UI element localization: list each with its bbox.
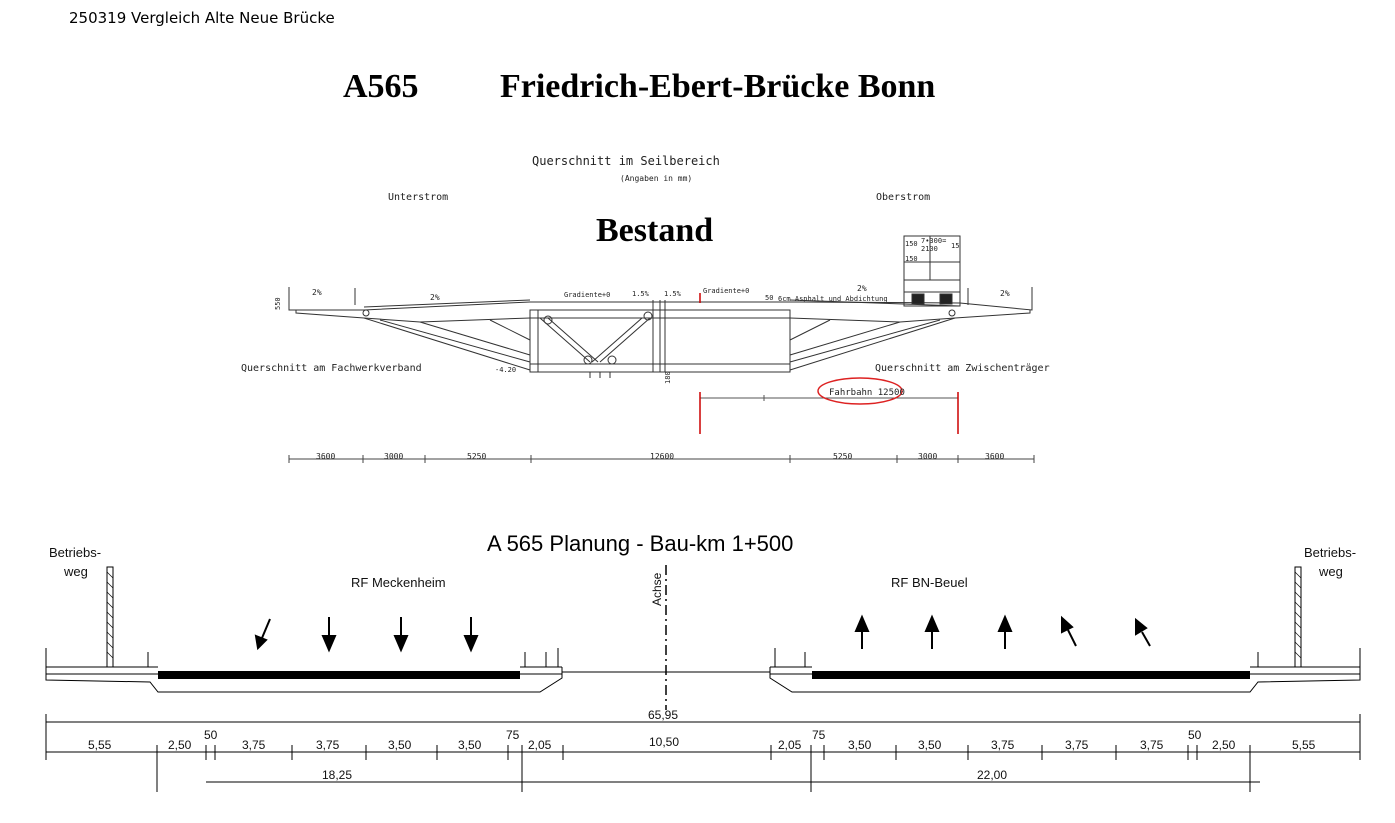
tower-150b: 150 bbox=[905, 255, 918, 263]
existing-section: Querschnitt im Seilbereich (Angaben in m… bbox=[241, 154, 1050, 463]
existing-dim-3: 5250 bbox=[467, 452, 486, 461]
existing-label: Bestand bbox=[596, 212, 714, 249]
planned-sub-right: 22,00 bbox=[977, 768, 1007, 782]
slope-right-2: 2% bbox=[857, 284, 867, 293]
slope-outer-left: 2% bbox=[312, 288, 322, 297]
walkway-left-line1: Betriebs- bbox=[49, 545, 101, 560]
existing-dim-5: 5250 bbox=[833, 452, 852, 461]
tower-15: 15 bbox=[951, 242, 959, 250]
planned-section: Betriebs- weg Betriebs- weg RF Meckenhei… bbox=[45, 545, 1361, 792]
planned-dim-10: 10,50 bbox=[649, 735, 679, 749]
direction-left: RF Meckenheim bbox=[351, 575, 446, 590]
existing-dim-7: 3600 bbox=[985, 452, 1004, 461]
planned-dim-13: 3,50 bbox=[848, 738, 872, 752]
existing-dim-6: 3000 bbox=[918, 452, 937, 461]
slope-inner-left: 2% bbox=[430, 293, 440, 302]
slope-center-left: 1.5% bbox=[632, 290, 650, 298]
planned-dim-20: 5,55 bbox=[1292, 738, 1316, 752]
planned-dim-4: 3,75 bbox=[242, 738, 266, 752]
surfacing-label: 6cm Asphalt und Abdichtung bbox=[778, 295, 888, 303]
existing-dim-chain: 3600 3000 5250 12600 5250 3000 3600 bbox=[288, 452, 1035, 463]
tower-50: 50 bbox=[765, 294, 773, 302]
existing-dim-4: 12600 bbox=[650, 452, 674, 461]
slope-outer-right: 2% bbox=[1000, 289, 1010, 298]
planned-dim-7: 3,50 bbox=[458, 738, 482, 752]
gradient-right: Gradiente+0 bbox=[703, 287, 749, 295]
walkway-left-line2: weg bbox=[63, 564, 88, 579]
planned-dim-8: 75 bbox=[506, 728, 520, 742]
tower-top: 7•300= bbox=[921, 237, 946, 245]
existing-drawing-title: Querschnitt im Seilbereich bbox=[532, 154, 720, 168]
existing-dim-1: 3600 bbox=[316, 452, 335, 461]
planned-dim-14: 3,50 bbox=[918, 738, 942, 752]
total-width: 65,95 bbox=[648, 708, 678, 722]
bottom-dim: 180 bbox=[664, 371, 672, 384]
left-height: 550 bbox=[274, 297, 282, 310]
roadway-label: Fahrbahn 12500 bbox=[829, 388, 905, 398]
bridge-name: Friedrich-Ebert-Brücke Bonn bbox=[500, 68, 936, 105]
planned-title: A 565 Planung - Bau-km 1+500 bbox=[487, 531, 794, 556]
planned-dim-15: 3,75 bbox=[991, 738, 1015, 752]
planned-dim-1: 5,55 bbox=[88, 738, 112, 752]
existing-drawing-subtitle: (Angaben in mm) bbox=[620, 174, 692, 183]
section-right-label: Querschnitt am Zwischenträger bbox=[875, 363, 1050, 374]
walkway-right-line1: Betriebs- bbox=[1304, 545, 1356, 560]
tower-150a: 150 bbox=[905, 240, 918, 248]
planned-dim-9: 2,05 bbox=[528, 738, 552, 752]
direction-right: RF BN-Beuel bbox=[891, 575, 968, 590]
road-number: A565 bbox=[343, 68, 419, 105]
axis-label: Achse bbox=[650, 572, 664, 606]
planned-dim-11: 2,05 bbox=[778, 738, 802, 752]
planned-dim-12: 75 bbox=[812, 728, 826, 742]
side-right-label: Oberstrom bbox=[876, 192, 930, 203]
depth-label: -4.20 bbox=[495, 366, 516, 374]
document-title: 250319 Vergleich Alte Neue Brücke bbox=[69, 9, 335, 27]
planned-dim-19: 2,50 bbox=[1212, 738, 1236, 752]
roadway-dimension: Fahrbahn 12500 bbox=[699, 293, 959, 434]
walkway-right-line2: weg bbox=[1318, 564, 1343, 579]
section-left-label: Querschnitt am Fachwerkverband bbox=[241, 363, 422, 374]
planned-dim-16: 3,75 bbox=[1065, 738, 1089, 752]
planned-dim-3: 50 bbox=[204, 728, 218, 742]
slope-center-right: 1.5% bbox=[664, 290, 682, 298]
tower-2100: 2100 bbox=[921, 245, 938, 253]
planned-dim-17: 3,75 bbox=[1140, 738, 1164, 752]
side-left-label: Unterstrom bbox=[388, 192, 448, 203]
gradient-left: Gradiente+0 bbox=[564, 291, 610, 299]
planned-dim-2: 2,50 bbox=[168, 738, 192, 752]
existing-dim-2: 3000 bbox=[384, 452, 403, 461]
planned-sub-left: 18,25 bbox=[322, 768, 352, 782]
planned-dim-6: 3,50 bbox=[388, 738, 412, 752]
planned-dim-5: 3,75 bbox=[316, 738, 340, 752]
planned-dim-18: 50 bbox=[1188, 728, 1202, 742]
